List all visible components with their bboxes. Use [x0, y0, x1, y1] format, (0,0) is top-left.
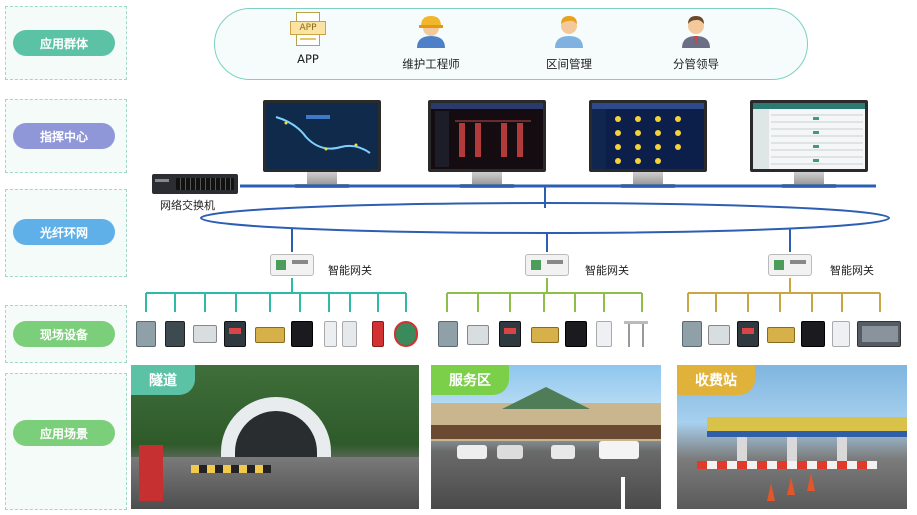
device-cabinet: [324, 321, 337, 347]
device-cabinet: [596, 321, 612, 347]
device-generator: [767, 327, 795, 343]
leader-icon: [682, 16, 710, 48]
layer-label-scenes: 应用场景: [13, 420, 115, 446]
device-module: [708, 325, 730, 345]
scene-tag: 服务区: [431, 365, 509, 395]
gateway-label: 智能网关: [328, 264, 372, 277]
user-manager: 区间管理: [524, 12, 614, 72]
device-ups-cabinet: [801, 321, 825, 347]
device-protection-relay: [438, 321, 458, 347]
user-label: 分管领导: [673, 57, 719, 71]
device-display-meter: [499, 321, 521, 347]
scene-tag: 隧道: [131, 365, 195, 395]
device-ups-cabinet: [291, 321, 313, 347]
smart-gateway: [517, 252, 577, 278]
user-leader: 分管领导: [651, 12, 741, 72]
layer-label-app-group: 应用群体: [13, 30, 115, 56]
network-switch: [152, 174, 238, 194]
user-label: APP: [297, 52, 319, 66]
device-street-lights: [622, 321, 652, 347]
smart-gateway: [760, 252, 820, 278]
monitor-screen: [750, 100, 868, 172]
manager-icon: [555, 16, 583, 48]
device-display-meter: [224, 321, 246, 347]
monitor-lighting: [589, 100, 707, 188]
scene-tunnel: 隧道: [131, 365, 419, 509]
device-protection-relay: [136, 321, 156, 347]
device-module: [193, 325, 217, 343]
device-module: [467, 325, 489, 345]
monitor-diagram: [428, 100, 546, 188]
gateway-label: 智能网关: [585, 264, 629, 277]
user-label: 区间管理: [546, 57, 592, 71]
user-label: 维护工程师: [402, 57, 460, 71]
switch-label: 网络交换机: [160, 199, 215, 212]
device-meter: [165, 321, 185, 347]
device-generator: [255, 327, 285, 343]
device-fire-hydrant: [372, 321, 384, 347]
scene-toll-station: 收费站: [677, 365, 907, 509]
scene-tag: 收费站: [677, 365, 755, 395]
engineer-icon: [417, 16, 445, 48]
user-engineer: 维护工程师: [386, 12, 476, 72]
device-display-meter: [737, 321, 759, 347]
monitor-screen: [428, 100, 546, 172]
monitor-map: [263, 100, 381, 188]
device-camera-screen: [857, 321, 901, 347]
layer-label-field-devices: 现场设备: [13, 321, 115, 347]
device-cabinet: [342, 321, 357, 347]
device-protection-relay: [682, 321, 702, 347]
layer-label-fiber-ring: 光纤环网: [13, 219, 115, 245]
device-ups-cabinet: [565, 321, 587, 347]
scene-service-area: 服务区: [431, 365, 661, 509]
smart-gateway: [262, 252, 322, 278]
app-icon: APP: [290, 12, 326, 48]
monitor-screen: [589, 100, 707, 172]
device-generator: [531, 327, 559, 343]
gateway-label: 智能网关: [830, 264, 874, 277]
device-cabinet: [832, 321, 850, 347]
user-app: APP APP: [263, 12, 353, 66]
layer-label-command-center: 指挥中心: [13, 123, 115, 149]
device-fan: [394, 321, 418, 347]
monitor-screen: [263, 100, 381, 172]
